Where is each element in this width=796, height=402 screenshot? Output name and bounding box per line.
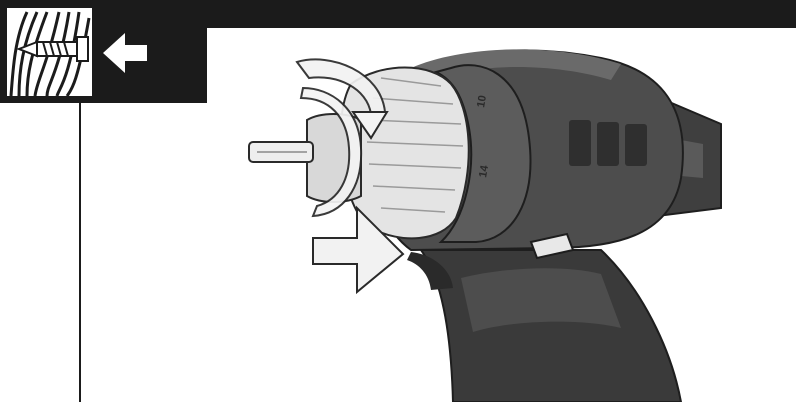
drill-illustration: 10 14 — [81, 28, 796, 402]
operation-badge — [0, 0, 207, 103]
clutch-mark-10: 10 — [475, 94, 489, 108]
clutch-mark-14: 14 — [477, 164, 491, 179]
frame-divider — [79, 103, 81, 402]
wood-screw-icon — [5, 6, 94, 98]
arrow-left-icon — [103, 33, 147, 73]
